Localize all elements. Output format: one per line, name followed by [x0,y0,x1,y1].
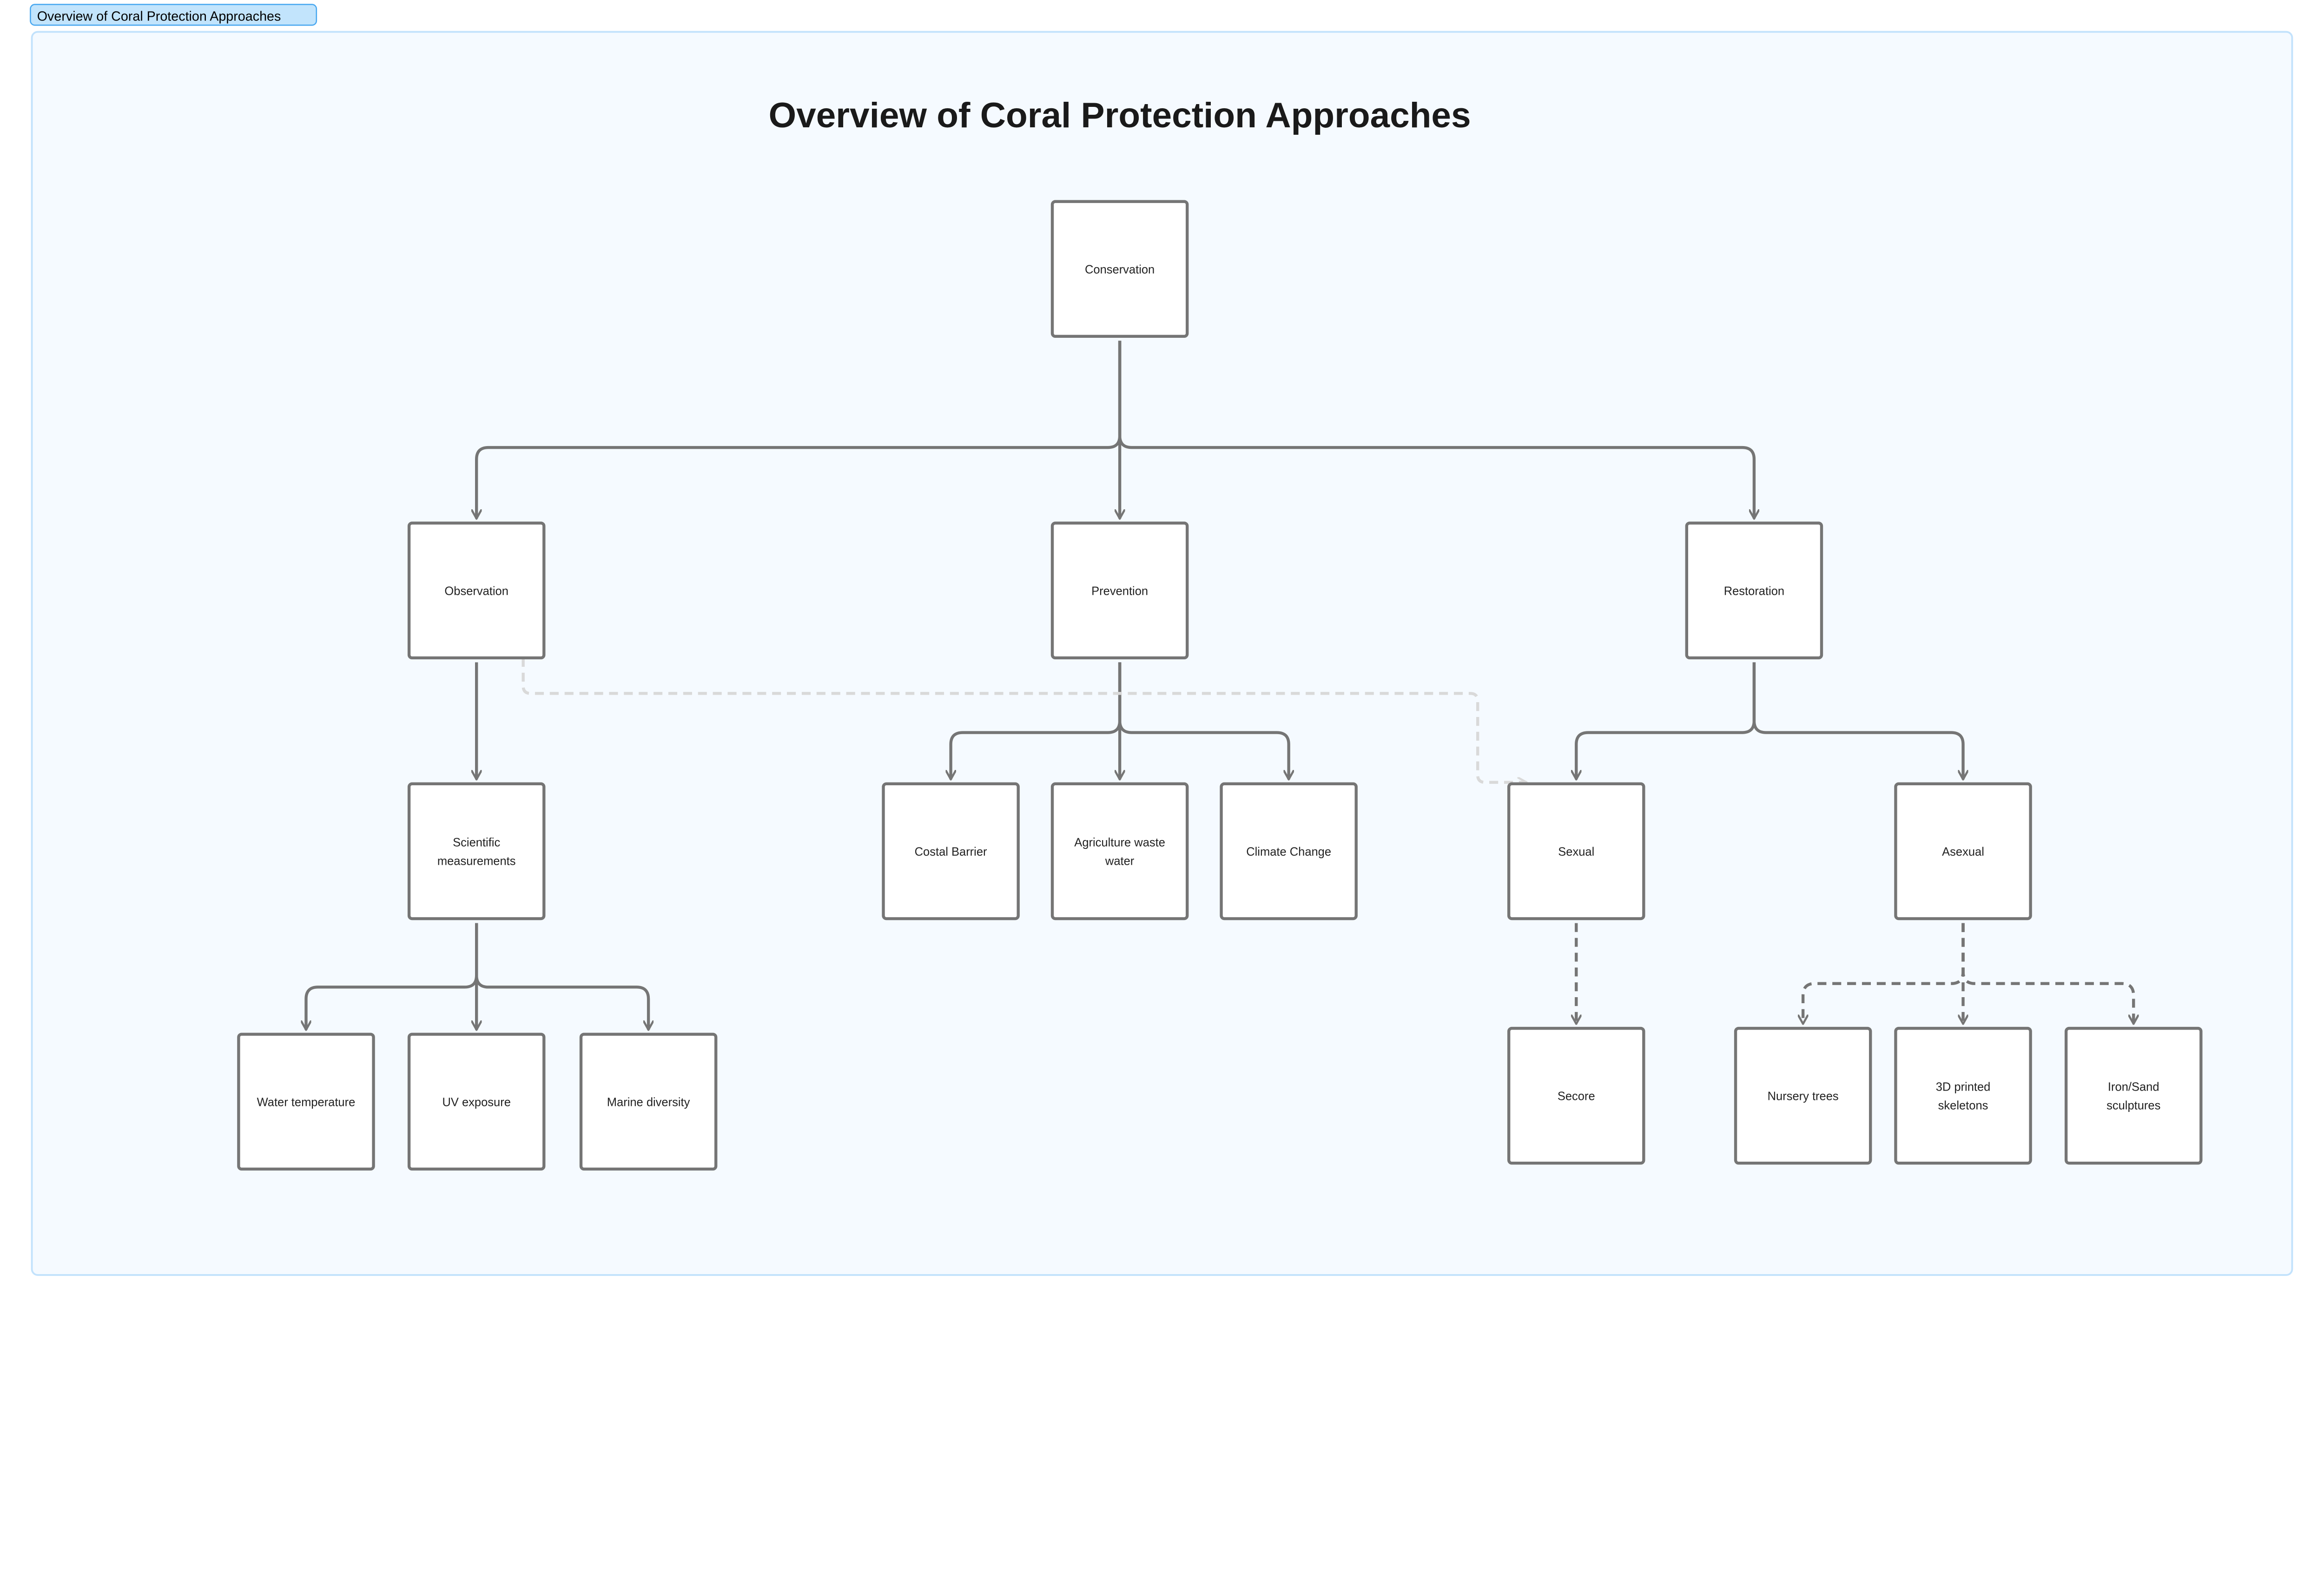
node-box [1894,782,2032,920]
node-box [1050,200,1189,338]
node-label: measurements [437,855,516,868]
node-box [882,782,1020,920]
node-box [1507,1026,1645,1165]
frame-label-tag[interactable]: Overview of Coral Protection Approaches [30,4,317,26]
node-scientific[interactable]: Scientific measurements [407,782,546,920]
node-box [1734,1026,1872,1165]
node-label: Agriculture waste [1074,836,1165,849]
node-label: water [1105,855,1135,868]
node-label: Asexual [1942,846,1984,859]
connectors [306,341,2133,1030]
node-box [237,1032,375,1171]
node-observation[interactable]: Observation [407,521,546,660]
node-water[interactable]: Water temperature [237,1032,375,1171]
node-secore[interactable]: Secore [1507,1026,1645,1165]
node-asexual[interactable]: Asexual [1894,782,2032,920]
connector-asexual-nursery [1803,923,1965,1024]
node-label: Restoration [1724,585,1784,598]
node-box [407,1032,546,1171]
node-label: Secore [1558,1090,1595,1103]
node-label: Scientific [453,836,500,849]
node-restoration[interactable]: Restoration [1685,521,1823,660]
node-marine[interactable]: Marine diversity [579,1032,718,1171]
connector-prevention-climate [1118,662,1289,779]
node-label: Marine diversity [607,1096,690,1109]
node-label: Sexual [1558,846,1594,859]
node-prevention[interactable]: Prevention [1050,521,1189,660]
node-box [1507,782,1645,920]
node-printed[interactable]: 3D printed skeletons [1894,1026,2032,1165]
connector-observation-sexual [522,657,1527,782]
diagram-title: Overview of Coral Protection Approaches [769,96,1471,135]
connector-conservation-restoration [1118,341,1754,519]
node-label: UV exposure [442,1096,510,1109]
node-box [407,521,546,660]
node-iron[interactable]: Iron/Sand sculptures [2064,1026,2203,1165]
node-costal[interactable]: Costal Barrier [882,782,1020,920]
node-box [407,782,546,920]
node-label: Iron/Sand [2108,1081,2159,1094]
node-agriculture[interactable]: Agriculture waste water [1050,782,1189,920]
node-label: 3D printed [1936,1081,1991,1094]
node-conservation[interactable]: Conservation [1050,200,1189,338]
node-box [1894,1026,2032,1165]
node-label: skeletons [1938,1099,1988,1112]
node-label: Climate Change [1246,846,1331,859]
node-box [1050,521,1189,660]
connector-scientific-marine [475,923,648,1030]
node-sexual[interactable]: Sexual [1507,782,1645,920]
node-uv[interactable]: UV exposure [407,1032,546,1171]
connector-restoration-asexual [1752,662,1963,779]
node-label: Nursery trees [1768,1090,1839,1103]
node-box [1220,782,1358,920]
node-label: Observation [444,585,508,598]
node-label: Conservation [1085,263,1155,276]
node-label: Water temperature [257,1096,356,1109]
diagram-canvas: Overview of Coral Protection Approaches … [30,4,2293,1276]
node-box [1685,521,1823,660]
frame-label: Overview of Coral Protection Approaches [37,9,281,24]
node-nursery[interactable]: Nursery trees [1734,1026,1872,1165]
node-box [579,1032,718,1171]
connector-asexual-iron [1961,923,2134,1024]
node-climate[interactable]: Climate Change [1220,782,1358,920]
node-label: Costal Barrier [915,846,987,859]
node-label: Prevention [1091,585,1148,598]
node-box [1050,782,1189,920]
node-label: sculptures [2106,1099,2160,1112]
node-box [2064,1026,2203,1165]
